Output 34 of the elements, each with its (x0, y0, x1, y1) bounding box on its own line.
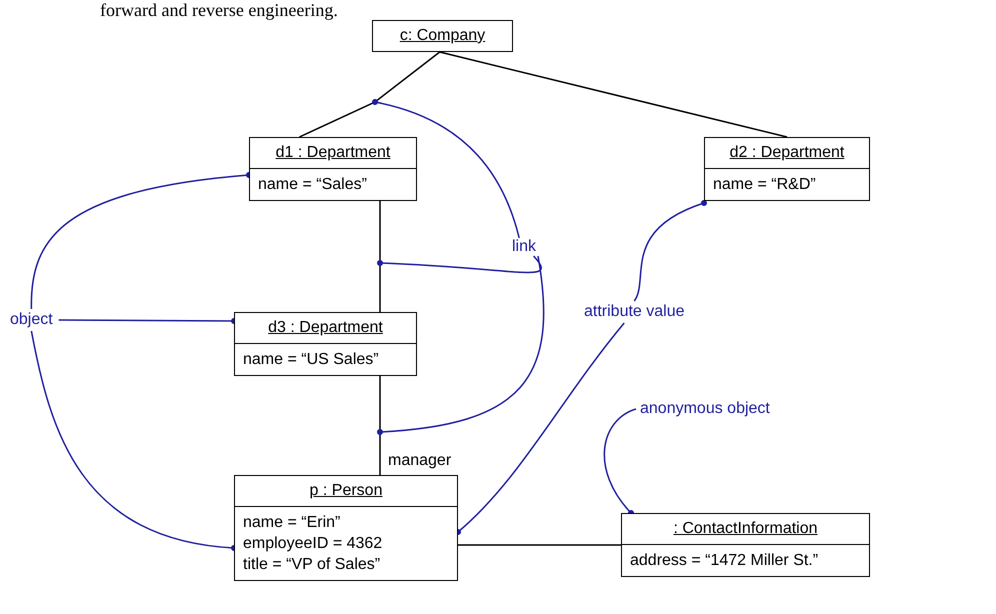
leader-line (604, 408, 636, 516)
attribute-text: name = “US Sales” (243, 350, 380, 370)
object-name: d2 : Department (730, 144, 844, 161)
attribute-text: name = “Sales” (258, 175, 368, 195)
attribute-text: employeeID = 4362 (243, 534, 384, 554)
attribute-text: address = “1472 Miller St.” (630, 551, 820, 571)
object-box (621, 513, 870, 577)
annotation-label: attribute value (584, 303, 685, 321)
link-line (379, 201, 381, 312)
annotation-label: object (10, 311, 53, 329)
attribute-text: name = “R&D” (713, 175, 817, 195)
link-line (458, 544, 621, 546)
object-box (372, 20, 513, 52)
link-line (379, 376, 381, 475)
attribute-text: title = “VP of Sales” (243, 555, 382, 575)
leader-line (372, 99, 520, 238)
link-line (440, 51, 788, 138)
annotation-label: link (512, 238, 536, 256)
object-name: : ContactInformation (673, 520, 818, 537)
link-line (299, 51, 440, 138)
annotation-label: anonymous object (640, 400, 770, 418)
body-text: forward and reverse engineering. (100, 0, 338, 21)
object-box (249, 137, 417, 201)
object-box (234, 475, 458, 581)
leader-line (634, 200, 707, 302)
object-box (704, 137, 870, 201)
object-name: c: Company (400, 27, 486, 44)
leader-line (377, 256, 544, 435)
object-name: d3 : Department (268, 319, 383, 336)
object-box (234, 312, 417, 376)
object-name: d1 : Department (276, 144, 390, 161)
attribute-text: name = “Erin” (243, 513, 342, 533)
object-name: p : Person (310, 482, 382, 499)
leader-line (377, 256, 542, 274)
